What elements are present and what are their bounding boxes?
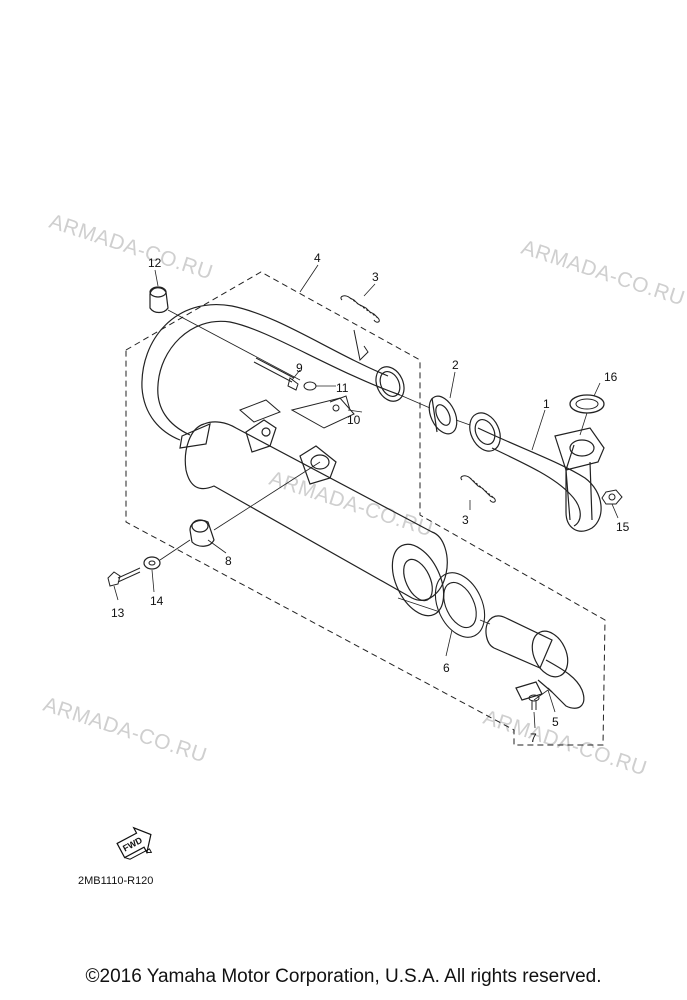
bracket-10: [290, 395, 355, 429]
callout-5: 5: [552, 715, 559, 729]
washer-14: [143, 556, 161, 570]
forward-arrow-icon: FWD: [116, 826, 153, 860]
watermark: ARMADA-CO.RU: [518, 236, 687, 311]
bolt-9: [253, 357, 299, 391]
gasket-16-inner: [575, 398, 599, 410]
muffler-body: [141, 304, 448, 617]
gasket-6: [434, 572, 486, 638]
damper-12: [149, 286, 169, 314]
tail-pipe-5: [485, 615, 585, 709]
watermark: ARMADA-CO.RU: [46, 210, 215, 285]
spring-upper: [340, 295, 380, 362]
gasket-16: [569, 394, 605, 414]
spring-lower: [460, 475, 496, 503]
callout-1: 1: [543, 397, 550, 411]
callout-10: 10: [347, 413, 361, 427]
callout-3-lower: 3: [462, 513, 469, 527]
bracket-plate: [239, 399, 281, 423]
callout-4: 4: [314, 251, 321, 265]
watermark: ARMADA-CO.RU: [40, 693, 209, 768]
guide-lines: [159, 309, 588, 701]
gasket-ring-2: [428, 395, 458, 435]
leader-lines: [113, 264, 619, 729]
watermark: ARMADA-CO.RU: [480, 706, 649, 781]
callout-14: 14: [150, 594, 164, 608]
callout-6: 6: [443, 661, 450, 675]
screw-7: [528, 694, 540, 710]
callout-12: 12: [148, 256, 162, 270]
callout-8: 8: [225, 554, 232, 568]
callout-13: 13: [111, 606, 125, 620]
washer-11: [303, 381, 317, 391]
diagram-code: 2MB1110-R120: [78, 875, 153, 887]
exhaust-head-pipe: [469, 412, 605, 532]
washer-14-inner: [148, 560, 156, 566]
callout-15: 15: [616, 520, 630, 534]
callouts: 1 2 3 3 4 5 6 7 8 9 10 11 12 13 14 15 16: [111, 251, 630, 745]
callout-3-upper: 3: [372, 270, 379, 284]
callout-9: 9: [296, 361, 303, 375]
callout-7: 7: [530, 731, 537, 745]
muffler-assembly-boundary: [125, 271, 606, 746]
callout-11: 11: [336, 381, 349, 395]
bolt-13: [107, 567, 141, 587]
damper-8: [189, 519, 215, 547]
callout-2: 2: [452, 358, 459, 372]
nut-15: [601, 489, 623, 505]
callout-16: 16: [604, 370, 618, 384]
copyright-notice: ©2016 Yamaha Motor Corporation, U.S.A. A…: [85, 966, 602, 987]
